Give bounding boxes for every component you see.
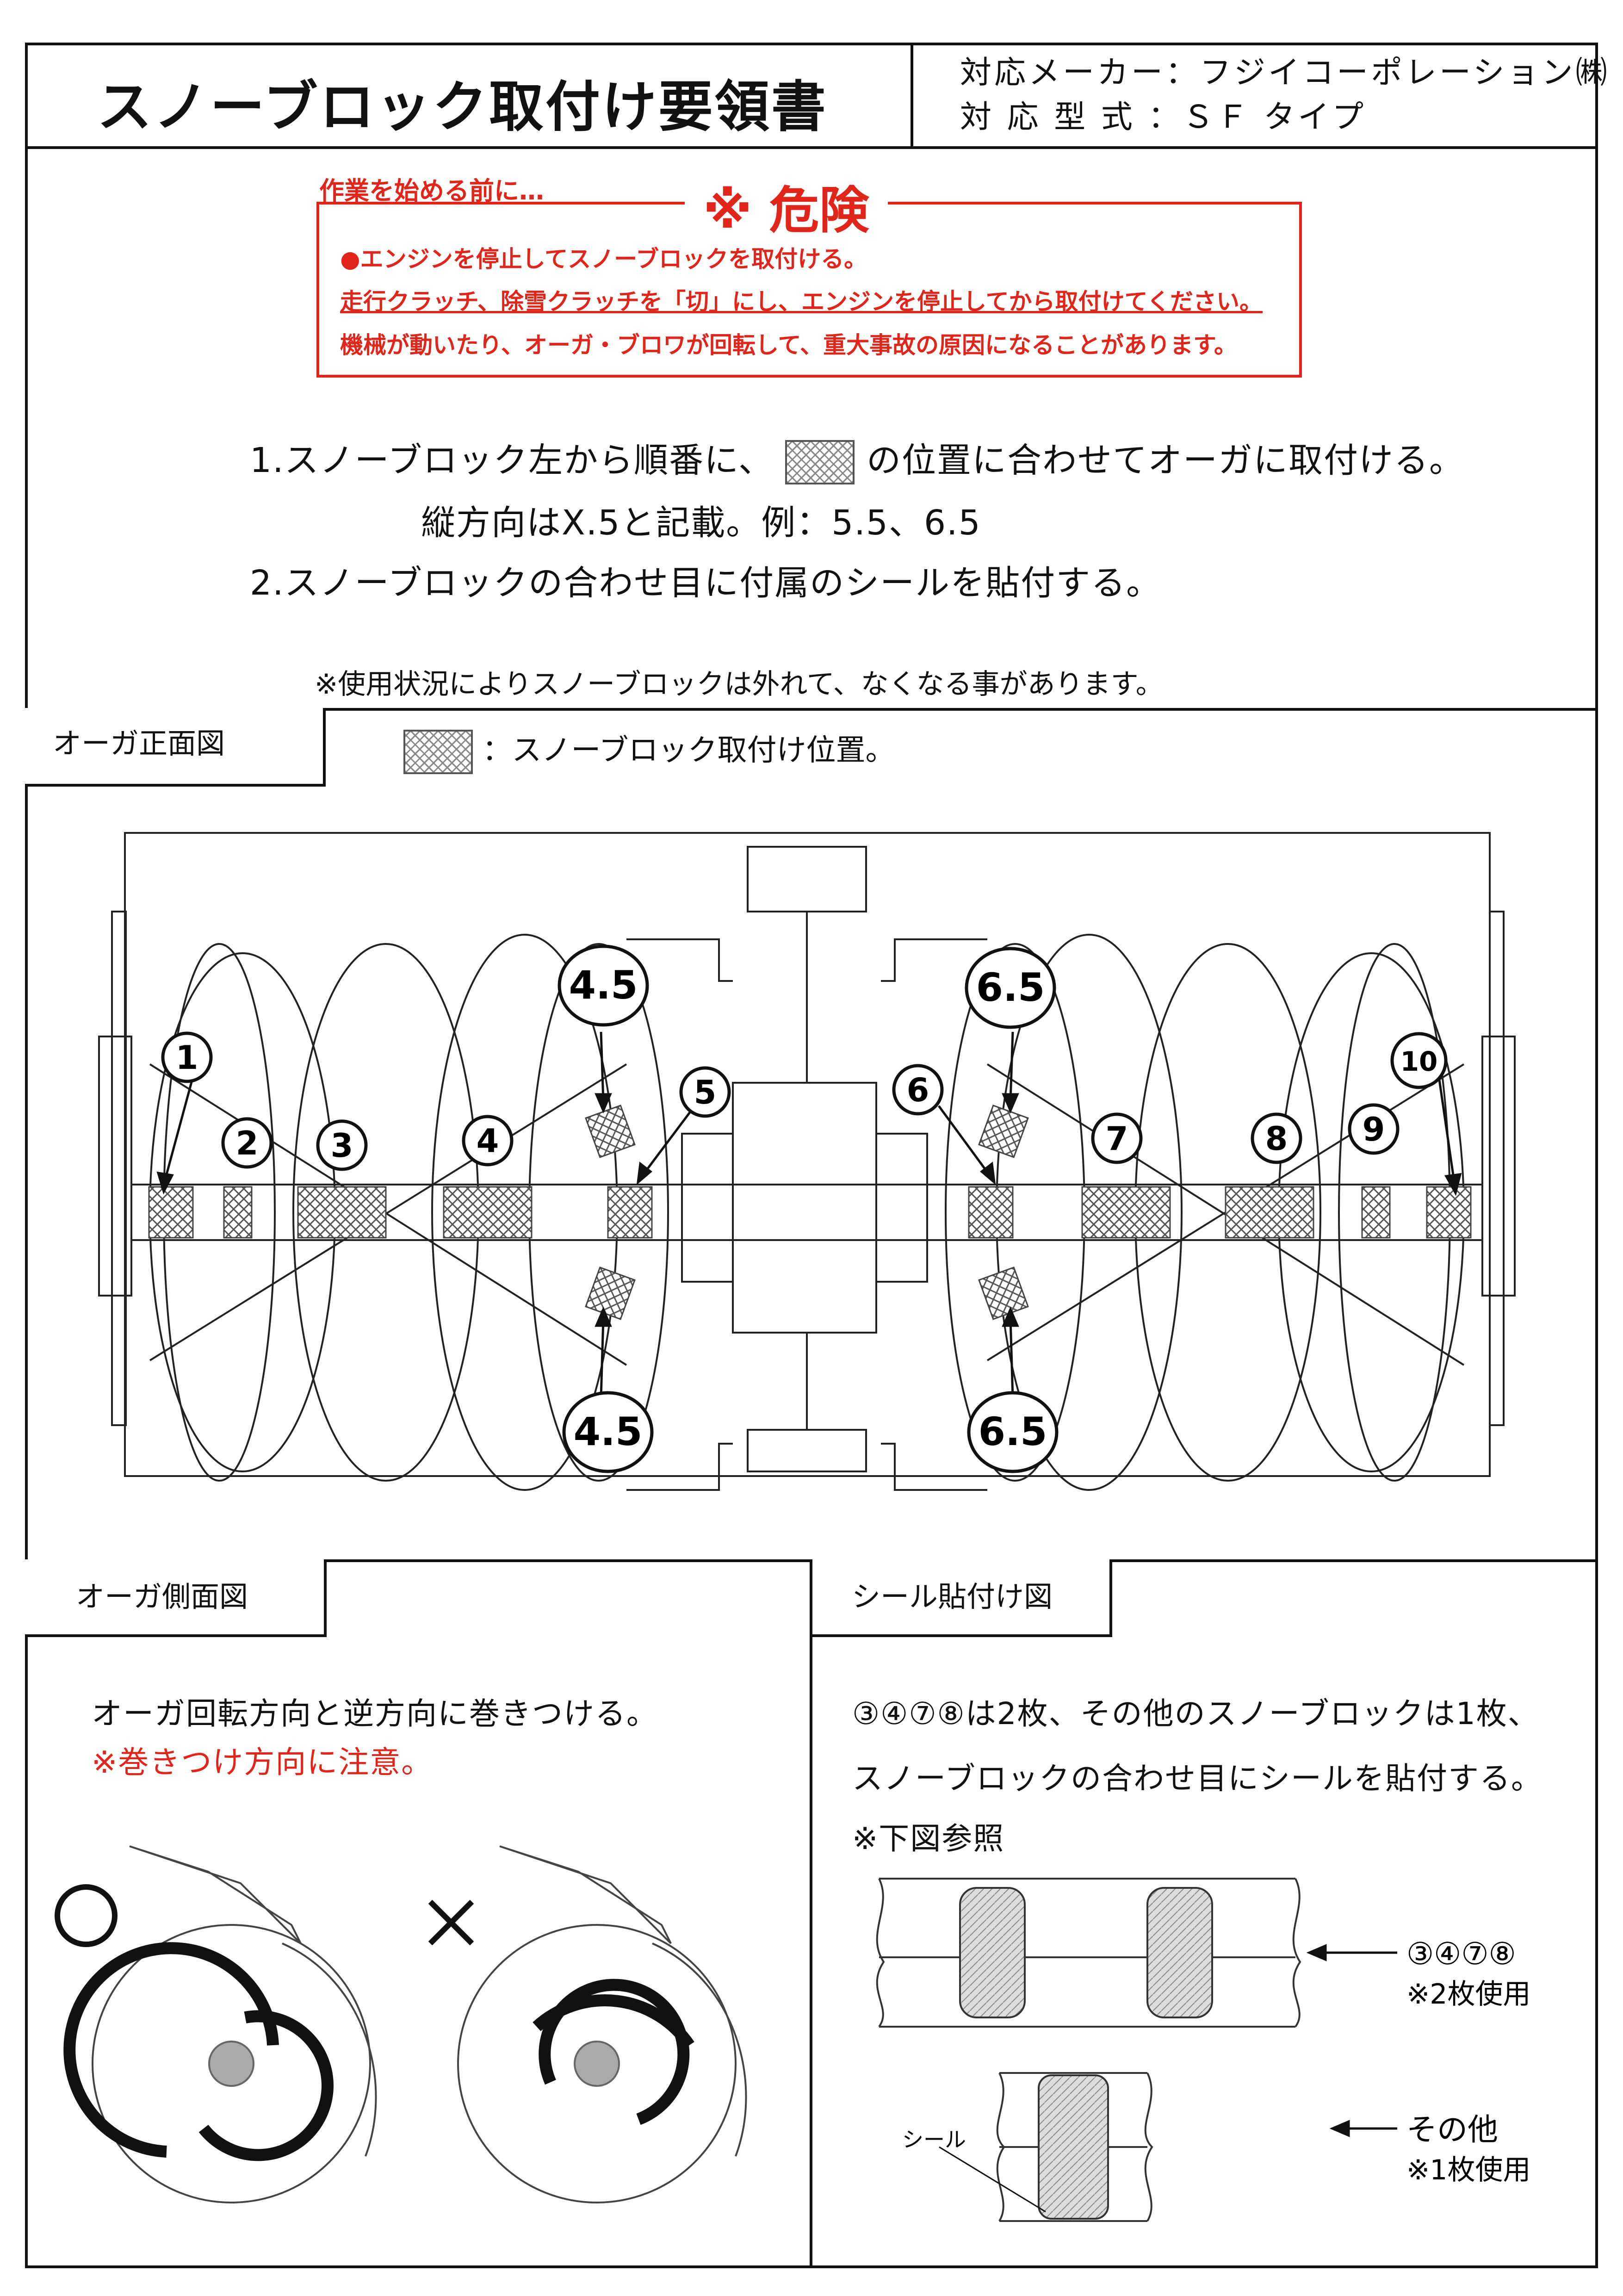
position-numbers: 1 2 3 4 5 6 7 8 9 10 [161, 1031, 1448, 1171]
svg-text:5: 5 [694, 1074, 717, 1111]
warning-pre-label: 作業を始める前に… [319, 176, 544, 205]
front-view-divider [25, 708, 1598, 711]
front-legend: ：スノーブロック取付け位置。 [403, 726, 895, 775]
position-1: 1 [161, 1031, 213, 1083]
seal-diagram-one [939, 2072, 1153, 2222]
svg-text:4: 4 [477, 1122, 499, 1160]
correct-example [55, 1845, 377, 2203]
callouts: 4.5 4.5 6.5 6.5 [558, 944, 1059, 1473]
incorrect-example [428, 1845, 747, 2203]
warning-heading: ※ 危険 [685, 170, 888, 242]
seal-view-line-1: ③④⑦⑧は2枚、その他のスノーブロックは1枚、 [852, 1696, 1539, 1731]
position-9: 9 [1348, 1103, 1400, 1155]
position-5: 5 [679, 1066, 731, 1118]
warning-line-2: 走行クラッチ、除雪クラッチを「切」にし、エンジンを停止してから取付けてください。 [340, 288, 1263, 315]
svg-text:4.5: 4.5 [574, 1409, 643, 1454]
position-3: 3 [316, 1119, 368, 1171]
lower-vertical-divider [810, 1559, 812, 2268]
seal-label: シール [902, 2127, 966, 2152]
svg-text:6.5: 6.5 [976, 965, 1045, 1010]
svg-text:1: 1 [176, 1039, 198, 1077]
seal-label-a: ③④⑦⑧ [1406, 1936, 1516, 1972]
step-2: 2.スノーブロックの合わせ目に付属のシールを貼付する。 [250, 563, 1162, 603]
legend-text: ：スノーブロック取付け位置。 [482, 733, 895, 768]
ok-mark-icon [55, 1884, 118, 1947]
position-7: 7 [1091, 1112, 1143, 1164]
svg-text:2: 2 [236, 1124, 259, 1162]
position-4: 4 [462, 1115, 514, 1167]
mount-position-swatch [785, 440, 855, 485]
svg-text:6.5: 6.5 [979, 1409, 1047, 1454]
position-8: 8 [1251, 1112, 1302, 1164]
svg-text:4.5: 4.5 [569, 962, 638, 1008]
position-10: 10 [1390, 1032, 1448, 1089]
seal-diagrams: ③④⑦⑧ ※2枚使用 その他 ※1枚使用 シール [876, 1878, 1530, 2222]
header-meta-box [911, 43, 1598, 149]
side-view-line-1: オーガ回転方向と逆方向に巻きつける。 [92, 1696, 658, 1731]
warning-line-1: ●エンジンを停止してスノーブロックを取付ける。 [340, 246, 867, 273]
position-2: 2 [221, 1117, 273, 1169]
maker-line: 対応メーカー：フジイコーポレーション㈱ [960, 55, 1610, 91]
legend-swatch [403, 730, 473, 775]
callout-upper-right: 6.5 [965, 947, 1056, 1029]
seal-diagram-two [876, 1878, 1301, 2028]
seal-label-a-note: ※2枚使用 [1406, 1978, 1530, 2011]
auger-front-diagram: 1 2 3 4 5 6 7 8 9 10 4.5 4.5 6.5 6.5 [98, 832, 1516, 1491]
step-1-text-b: の位置に合わせてオーガに取付ける。 [867, 441, 1465, 480]
side-view-diagrams [55, 1845, 747, 2203]
side-view-tab: オーガ側面図 [25, 1559, 327, 1637]
svg-text:7: 7 [1106, 1120, 1128, 1158]
step-1-sub: 縦方向はX.5と記載。例：5.5、6.5 [421, 503, 981, 543]
seal-view-line-2: スノーブロックの合わせ目にシールを貼付する。 [852, 1761, 1543, 1796]
callout-upper-left: 4.5 [558, 944, 649, 1027]
seal-label-b: その他 [1406, 2112, 1498, 2147]
svg-text:3: 3 [331, 1127, 353, 1165]
svg-text:8: 8 [1265, 1120, 1288, 1158]
ng-mark-icon [428, 1899, 474, 1946]
svg-text:6: 6 [907, 1071, 929, 1109]
svg-text:10: 10 [1400, 1046, 1438, 1077]
svg-text:9: 9 [1363, 1111, 1385, 1148]
page-title: スノーブロック取付け要領書 [97, 75, 828, 139]
seal-view-line-3: ※下図参照 [852, 1821, 1005, 1856]
model-line: 対 応 型 式 ：ＳＦ タイプ [960, 99, 1367, 136]
seal-view-tab: シール貼付け図 [810, 1559, 1112, 1637]
front-view-tab: オーガ正面図 [25, 708, 326, 787]
warning-line-3: 機械が動いたり、オーガ・ブロワが回転して、重大事故の原因になることがあります。 [340, 332, 1237, 359]
seal-label-b-note: ※1枚使用 [1406, 2154, 1530, 2186]
step-1: 1.スノーブロック左から順番に、 の位置に合わせてオーガに取付ける。 [250, 433, 1465, 485]
step-1-text-a: 1.スノーブロック左から順番に、 [250, 441, 774, 480]
position-6: 6 [892, 1064, 944, 1116]
side-view-line-2: ※巻きつけ方向に注意。 [92, 1744, 433, 1780]
usage-note: ※使用状況によりスノーブロックは外れて、なくなる事があります。 [315, 668, 1164, 701]
callout-lower-left: 4.5 [562, 1391, 654, 1473]
callout-lower-right: 6.5 [967, 1391, 1059, 1473]
